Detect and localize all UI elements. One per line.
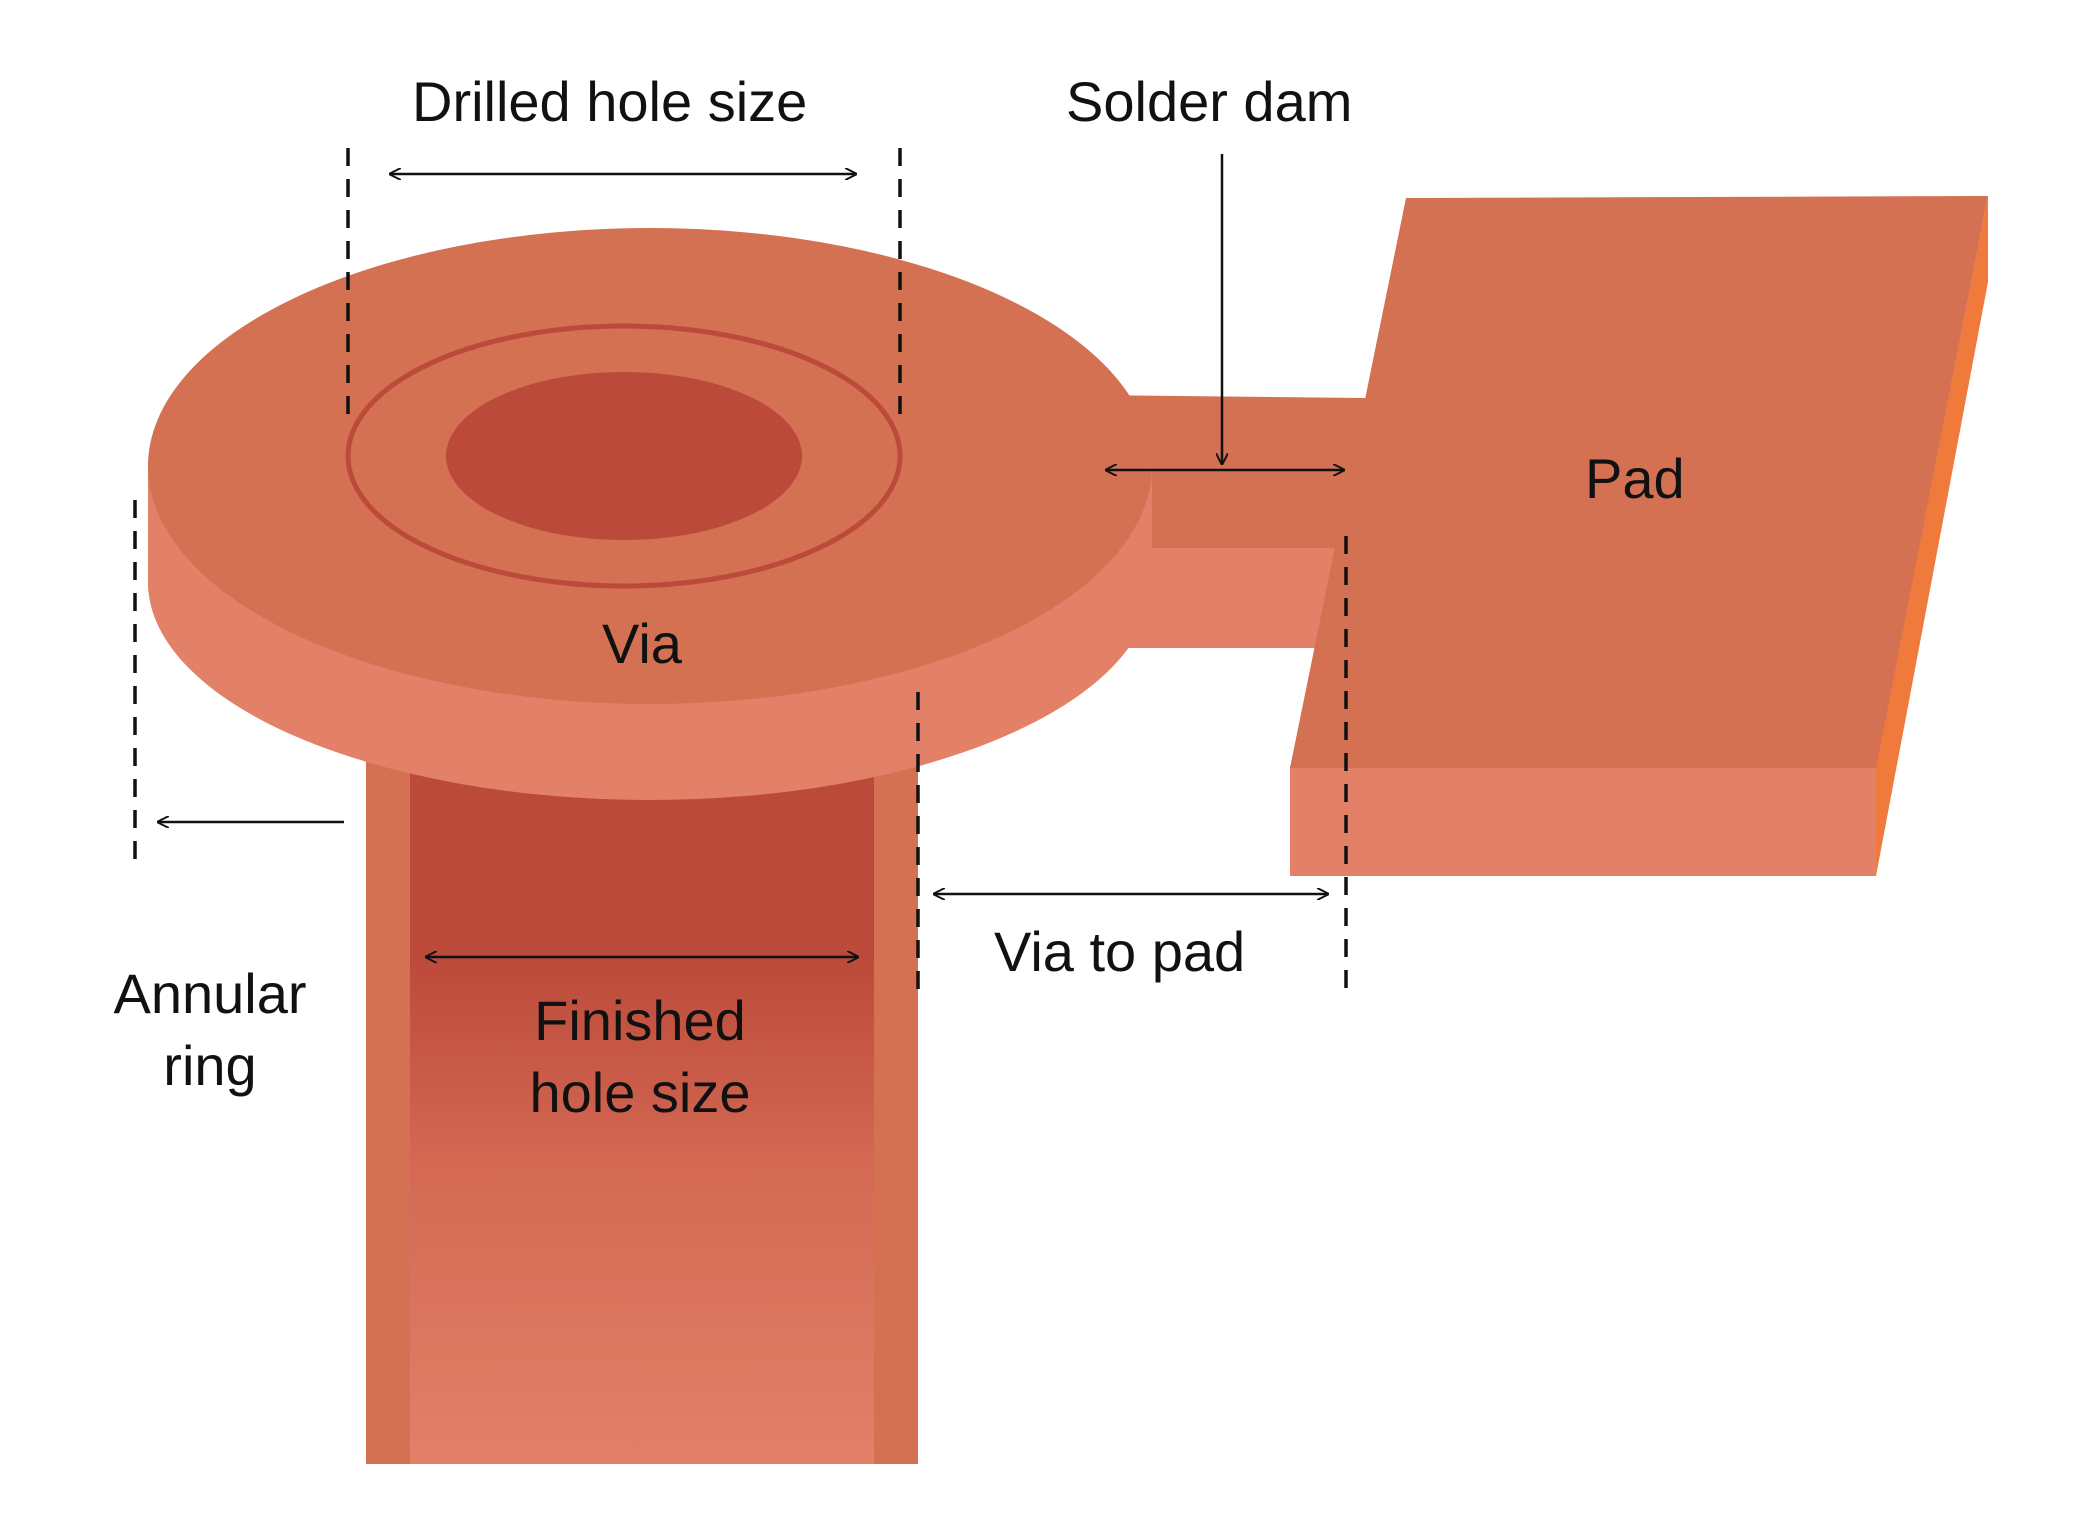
drill-outline-ring <box>345 323 903 589</box>
via-barrel <box>366 740 918 1464</box>
via-to-pad-label: Via to pad <box>994 920 1246 983</box>
annular-ring-label-line2: ring <box>163 1034 257 1097</box>
pad-block <box>1290 196 1988 876</box>
drilled-hole-size-label: Drilled hole size <box>412 70 808 133</box>
barrel-inner <box>410 740 874 1464</box>
dashed-guides <box>133 148 1348 998</box>
finished-hole-size-label-line1: Finished <box>534 989 746 1052</box>
via-disc <box>148 228 1152 801</box>
pad-front-face <box>1290 766 1876 876</box>
dimension-arrows <box>158 154 1344 957</box>
solder-dam-label: Solder dam <box>1066 70 1353 133</box>
pad-top-face <box>1290 196 1988 768</box>
via-hole <box>446 372 802 540</box>
pad-right-edge <box>1876 196 1988 876</box>
annular-ring-label-line1: Annular <box>113 962 307 1025</box>
finished-hole-size-label-line2: hole size <box>529 1061 751 1124</box>
via-label: Via <box>602 612 682 675</box>
pad-label: Pad <box>1585 447 1685 510</box>
